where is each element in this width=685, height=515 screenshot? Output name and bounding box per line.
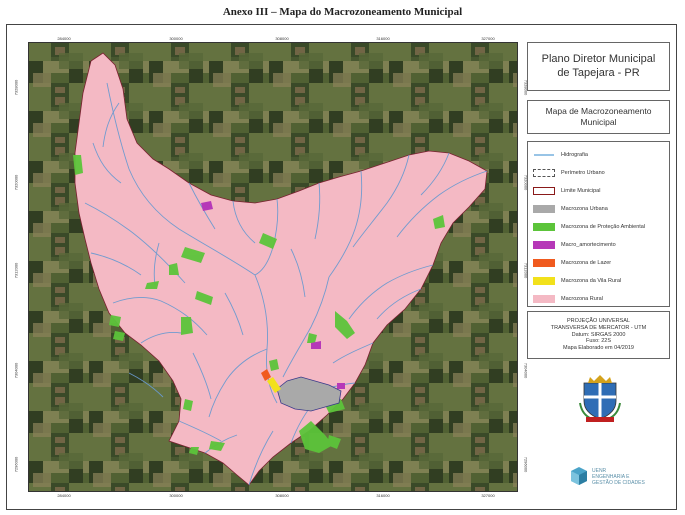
projection-line3: Datum: SIRGAS 2000 xyxy=(571,331,626,338)
logo-line3: GESTÃO DE CIDADES xyxy=(592,480,645,486)
coord-right-5: 7296000 xyxy=(523,456,529,473)
legend-label: Macrozona Rural xyxy=(561,296,603,302)
coord-bottom-1: 284000 xyxy=(57,493,71,498)
map-canvas[interactable] xyxy=(28,42,518,492)
projection-line5: Mapa Elaborado em 04/2019 xyxy=(563,345,634,352)
coord-right-4: 7304000 xyxy=(523,362,529,379)
map-title-line1: Mapa de Macrozoneamento xyxy=(545,106,652,117)
urban-macrozone-swatch xyxy=(533,205,555,213)
leisure-zone xyxy=(261,369,271,381)
legend-item-urban-macrozone: Macrozona Urbana xyxy=(533,200,664,218)
legend-label: Macrozona Urbana xyxy=(561,206,608,212)
environmental-protection-zones xyxy=(73,155,445,455)
vila-rural-zone xyxy=(267,377,281,393)
hydrography-swatch xyxy=(534,154,554,156)
legend-item-hydrography: Hidrografia xyxy=(533,146,664,164)
coord-left-4: 7304000 xyxy=(13,362,19,379)
protection-macrozone-swatch xyxy=(533,223,555,231)
map-title-box: Mapa de Macrozoneamento Municipal xyxy=(527,100,670,134)
coord-bottom-4: 316000 xyxy=(376,493,390,498)
logo-line2: ENGENHARIA E xyxy=(592,474,630,480)
urban-macrozone xyxy=(276,376,342,412)
projection-info: PROJEÇÃO UNIVERSAL TRANSVERSA DE MERCATO… xyxy=(527,311,670,359)
legend-item-urban-perimeter: Perímetro Urbano xyxy=(533,164,664,182)
coord-bottom-5: 327000 xyxy=(481,493,495,498)
plan-title-box: Plano Diretor Municipal de Tapejara - PR xyxy=(527,42,670,91)
coord-bottom-2: 300000 xyxy=(169,493,183,498)
legend-label: Macrozona de Proteção Ambiental xyxy=(561,224,646,230)
coord-top-4: 316000 xyxy=(376,36,390,41)
legend-label: Perímetro Urbano xyxy=(561,170,605,176)
macrozoning-map xyxy=(29,43,517,491)
plan-title-line1: Plano Diretor Municipal xyxy=(541,52,656,65)
hydrography xyxy=(84,82,488,486)
legend-item-rural: Macrozona Rural xyxy=(533,290,664,308)
legend-item-leisure: Macrozona de Lazer xyxy=(533,254,664,272)
coord-top-5: 327000 xyxy=(481,36,495,41)
rural-swatch xyxy=(533,295,555,303)
plan-title-line2: de Tapejara - PR xyxy=(557,66,640,79)
map-frame xyxy=(6,24,677,510)
vila-rural-swatch xyxy=(533,277,555,285)
legend-item-vila-rural: Macrozona da Vila Rural xyxy=(533,272,664,290)
coord-left-1: 7328000 xyxy=(13,79,19,96)
legend-label: Macro_amortecimento xyxy=(561,242,616,248)
coord-left-2: 7320000 xyxy=(13,174,19,191)
legend-item-buffer: Macro_amortecimento xyxy=(533,236,664,254)
legend-label: Macrozona da Vila Rural xyxy=(561,278,622,284)
coord-left-5: 7296000 xyxy=(13,456,19,473)
projection-line2: TRANSVERSA DE MERCATOR - UTM xyxy=(550,324,647,331)
coord-bottom-3: 308000 xyxy=(275,493,289,498)
legend-label: Hidrografia xyxy=(561,152,588,158)
coord-left-3: 7312000 xyxy=(13,262,19,279)
municipal-crest-icon xyxy=(579,375,621,422)
page-title: Anexo III – Mapa do Macrozoneamento Muni… xyxy=(222,6,463,18)
buffer-zones xyxy=(201,201,345,389)
legend-item-municipal-limit: Limite Municipal xyxy=(533,182,664,200)
municipal-limit-swatch xyxy=(533,187,555,195)
legend: Hidrografia Perímetro Urbano Limite Muni… xyxy=(527,141,670,307)
coord-top-1: 284000 xyxy=(57,36,71,41)
legend-label: Limite Municipal xyxy=(561,188,601,194)
buffer-swatch xyxy=(533,241,555,249)
map-title-line2: Municipal xyxy=(580,117,617,127)
leisure-swatch xyxy=(533,259,555,267)
legend-item-protection-macrozone: Macrozona de Proteção Ambiental xyxy=(533,218,664,236)
projection-line4: Fuso: 22S xyxy=(585,338,612,345)
legend-label: Macrozona de Lazer xyxy=(561,260,612,266)
coord-top-3: 308000 xyxy=(275,36,289,41)
coord-top-2: 300000 xyxy=(169,36,183,41)
urban-perimeter-swatch xyxy=(533,169,555,177)
projection-line1: PROJEÇÃO UNIVERSAL xyxy=(567,317,630,324)
rural-macrozone xyxy=(74,52,488,486)
consultancy-logo: UENR ENGENHARIA E GESTÃO DE CIDADES xyxy=(570,465,654,489)
logo-line1: UENR xyxy=(592,468,607,474)
cube-logo-icon xyxy=(571,467,587,485)
